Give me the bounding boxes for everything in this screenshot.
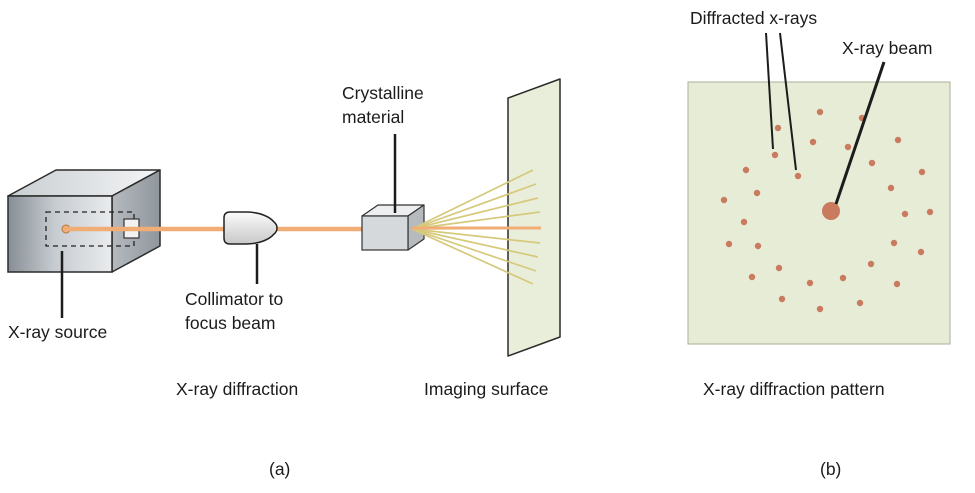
xray-source-box <box>7 169 161 273</box>
source-box-front-face <box>7 195 113 273</box>
panel-a-caption: (a) <box>269 459 291 479</box>
beam-leader-line <box>834 61 886 205</box>
imaging-surface-plane <box>507 78 561 357</box>
collimator-label: Collimator to focus beam <box>185 289 284 334</box>
panel-b-caption: (b) <box>820 459 842 479</box>
diffracted-xrays-label: Diffracted x-rays <box>690 8 818 28</box>
crystal-cube-front-face <box>361 215 409 251</box>
central-beam-spot <box>822 202 840 220</box>
diffracted-leader-line-1 <box>765 32 774 150</box>
xray-diffraction-caption: X-ray diffraction <box>176 379 299 399</box>
collimator-shape <box>223 211 278 245</box>
xray-beam-label: X-ray beam <box>842 38 933 58</box>
imaging-surface-label: Imaging surface <box>424 379 549 399</box>
pattern-caption: X-ray diffraction pattern <box>703 379 885 399</box>
diffracted-leader-line-2 <box>779 32 797 171</box>
crystalline-material-label: Crystalline material <box>342 83 424 128</box>
xray-source-label: X-ray source <box>8 322 108 342</box>
diffracted-rays <box>411 169 542 285</box>
diffraction-spots <box>720 108 934 313</box>
crystal-cube <box>361 204 425 251</box>
source-cutaway-dashed-outline <box>45 211 135 247</box>
diffraction-pattern-panel <box>687 81 951 345</box>
